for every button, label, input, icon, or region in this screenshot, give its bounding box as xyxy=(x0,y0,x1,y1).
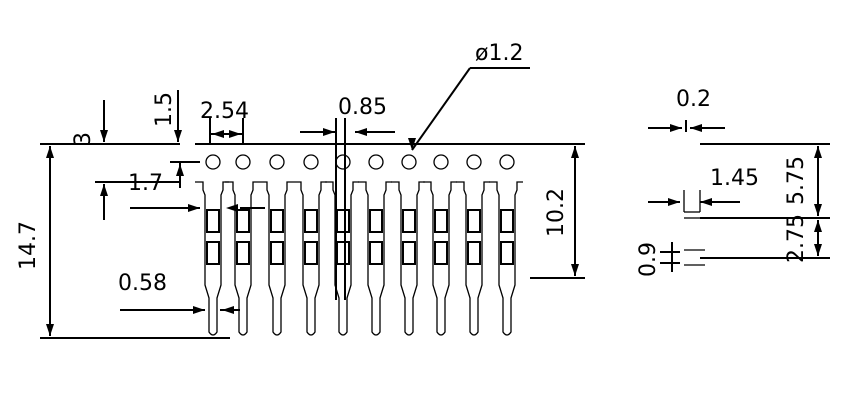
pin-outline xyxy=(423,181,457,336)
pin-window xyxy=(434,209,448,233)
arrowhead xyxy=(323,128,335,136)
pin-outline xyxy=(456,181,490,336)
arrowhead xyxy=(229,130,241,138)
arrowhead xyxy=(174,130,182,142)
pin-10 xyxy=(489,154,523,336)
pin-window xyxy=(402,241,416,265)
pin-7 xyxy=(391,154,425,336)
pin-outline xyxy=(391,181,425,336)
pin-outline xyxy=(325,181,359,336)
arrowhead xyxy=(814,244,822,256)
arrowhead xyxy=(700,198,712,206)
dim-pin-width: 0.58 xyxy=(118,271,167,296)
pin-window xyxy=(206,241,220,265)
arrowhead xyxy=(222,306,234,314)
carrier-hole xyxy=(499,154,515,170)
pin-window xyxy=(467,209,481,233)
dim-thickness: 0.2 xyxy=(676,87,711,112)
pin-window xyxy=(206,209,220,233)
arrowhead xyxy=(690,124,702,132)
dim-pitch: 2.54 xyxy=(200,99,249,124)
dim-side-pin: 0.9 xyxy=(636,242,661,277)
pin-window xyxy=(236,209,250,233)
dim-hole-offset: 1.5 xyxy=(152,92,177,127)
carrier-hole xyxy=(205,154,221,170)
arrowhead xyxy=(668,198,680,206)
pin-window xyxy=(500,241,514,265)
carrier-hole xyxy=(335,154,351,170)
arrowhead xyxy=(814,146,822,158)
pin-outline xyxy=(225,181,259,336)
pin-2 xyxy=(225,154,259,336)
arrowhead xyxy=(571,264,579,276)
pin-outline xyxy=(259,181,293,336)
arrowhead xyxy=(408,138,416,150)
dim-side-lower: 2.75 xyxy=(784,214,809,263)
pin-8 xyxy=(423,154,457,336)
carrier-hole xyxy=(303,154,319,170)
pin-window xyxy=(304,241,318,265)
pin-outline xyxy=(489,181,523,336)
pin-3 xyxy=(259,154,293,336)
pin-window xyxy=(270,209,284,233)
dim-total-length: 14.7 xyxy=(16,221,41,270)
carrier-hole xyxy=(269,154,285,170)
pin-5 xyxy=(325,154,359,336)
arrowhead xyxy=(814,204,822,216)
dim-side-width: 1.45 xyxy=(710,166,759,191)
arrowhead xyxy=(814,220,822,232)
pin-window xyxy=(336,209,350,233)
pin-window xyxy=(270,241,284,265)
arrowhead xyxy=(100,130,108,142)
arrowhead xyxy=(176,164,184,176)
arrowhead xyxy=(212,130,224,138)
pin-window xyxy=(236,241,250,265)
pin-window xyxy=(304,209,318,233)
pin-window xyxy=(434,241,448,265)
arrowhead xyxy=(188,204,200,212)
pin-window xyxy=(467,241,481,265)
pin-6 xyxy=(358,154,392,336)
pin-window xyxy=(336,241,350,265)
pin-4 xyxy=(293,154,327,336)
arrowhead xyxy=(193,306,205,314)
dim-side-upper: 5.75 xyxy=(784,156,809,205)
dimension-line xyxy=(411,67,471,151)
carrier-hole xyxy=(466,154,482,170)
arrowhead xyxy=(670,124,682,132)
carrier-hole xyxy=(368,154,384,170)
arrowhead xyxy=(46,146,54,158)
pin-outline xyxy=(195,181,229,336)
carrier-hole xyxy=(401,154,417,170)
dim-carrier-height: 3 xyxy=(71,132,96,146)
pin-window xyxy=(369,209,383,233)
pin-window xyxy=(369,241,383,265)
pin-outline xyxy=(358,181,392,336)
pin-window xyxy=(500,209,514,233)
pin-9 xyxy=(456,154,490,336)
carrier-hole xyxy=(235,154,251,170)
carrier-hole xyxy=(433,154,449,170)
dim-hole-to-body: 1.7 xyxy=(128,171,163,196)
arrowhead xyxy=(100,184,108,196)
pin-1 xyxy=(195,154,229,336)
arrowhead xyxy=(571,146,579,158)
pin-window xyxy=(402,209,416,233)
arrowhead xyxy=(355,128,367,136)
dim-body-length: 10.2 xyxy=(544,188,569,237)
dim-slot-width: 0.85 xyxy=(338,95,387,120)
dim-hole-diameter: ø1.2 xyxy=(475,41,523,66)
pin-outline xyxy=(293,181,327,336)
arrowhead xyxy=(46,324,54,336)
